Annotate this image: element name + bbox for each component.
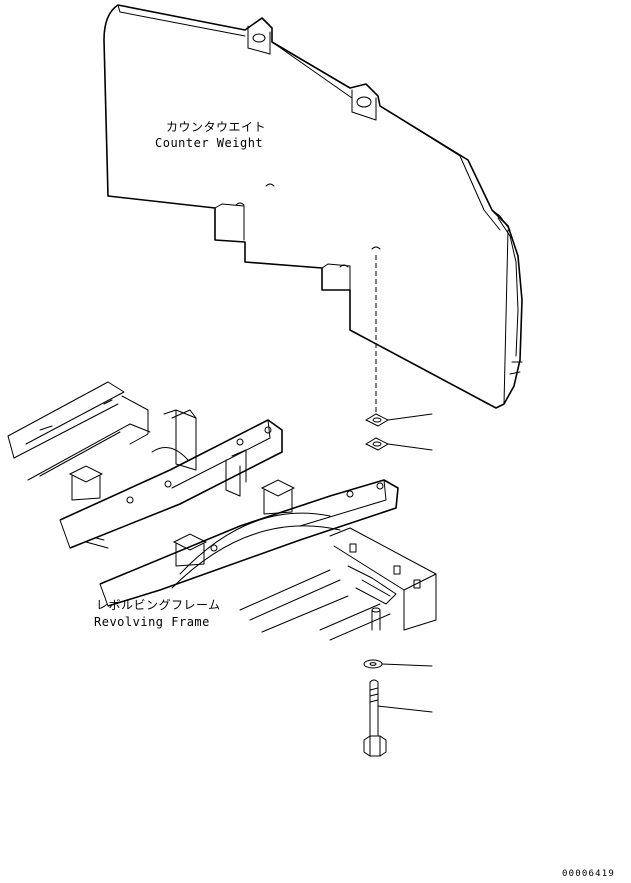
reference-number: 00006419 xyxy=(562,869,615,879)
pocket-bolt xyxy=(371,607,381,631)
washer-part xyxy=(363,659,433,669)
shim-lower xyxy=(364,437,433,451)
counterweight-label-en: Counter Weight xyxy=(155,136,264,150)
frame-label-jp: レボルビングフレーム xyxy=(96,598,221,612)
frame-label-en: Revolving Frame xyxy=(94,615,210,629)
counterweight-part xyxy=(103,4,523,409)
revolving-frame-part xyxy=(7,381,437,641)
shim-upper xyxy=(364,413,433,427)
counterweight-label-jp: カウンタウエイト xyxy=(166,120,267,134)
bolt-part xyxy=(363,679,433,757)
